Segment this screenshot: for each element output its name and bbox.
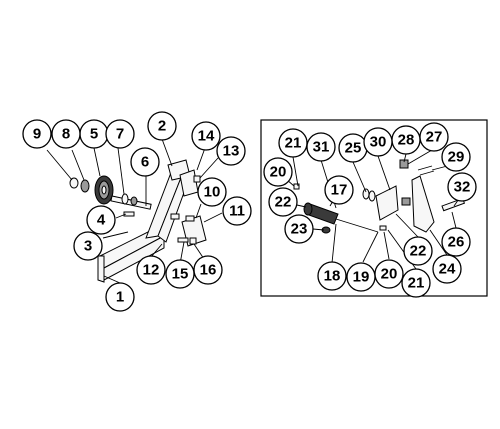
svg-text:31: 31	[313, 139, 330, 156]
callout-24: 24	[432, 254, 462, 284]
callout-21b: 21	[401, 268, 431, 298]
pin-15	[177, 237, 189, 243]
link-plate	[375, 185, 399, 221]
pin-20	[293, 183, 300, 190]
callouts-right: 17 18 19 20 20 21 21 22 22 23 24 25 26 2…	[263, 122, 477, 298]
svg-text:22: 22	[410, 243, 427, 260]
svg-text:6: 6	[141, 154, 149, 171]
wheel	[94, 175, 114, 205]
svg-text:28: 28	[398, 132, 415, 149]
svg-text:8: 8	[62, 126, 70, 143]
callout-4: 4	[86, 205, 116, 235]
callout-31: 31	[306, 132, 336, 162]
washer-7b	[130, 196, 138, 206]
svg-text:26: 26	[448, 234, 465, 251]
callouts-left: 1 2 3 4 5 6 7 8 9 10 11 12 13 14 15 16	[22, 111, 252, 312]
svg-text:11: 11	[229, 203, 245, 220]
callout-9: 9	[22, 119, 52, 149]
svg-text:17: 17	[331, 182, 348, 199]
callout-5: 5	[79, 119, 109, 149]
callout-21a: 21	[278, 128, 308, 158]
svg-text:25: 25	[345, 140, 362, 157]
callout-11: 11	[222, 196, 252, 226]
washer-25b	[368, 190, 376, 202]
svg-text:29: 29	[448, 149, 465, 166]
callout-6: 6	[130, 147, 160, 177]
svg-text:21: 21	[285, 135, 302, 152]
washer-25a	[362, 188, 370, 200]
washer-9	[69, 177, 79, 189]
svg-text:15: 15	[172, 266, 189, 283]
callout-12: 12	[136, 255, 166, 285]
svg-text:7: 7	[116, 126, 124, 143]
callout-7: 7	[105, 119, 135, 149]
svg-text:2: 2	[158, 118, 166, 135]
callout-32: 32	[447, 172, 477, 202]
svg-text:20: 20	[270, 164, 287, 181]
callout-29: 29	[441, 142, 471, 172]
svg-text:1: 1	[116, 289, 124, 306]
svg-text:3: 3	[84, 238, 92, 255]
svg-text:12: 12	[143, 262, 160, 279]
detail-box	[260, 119, 488, 297]
svg-text:20: 20	[381, 266, 398, 283]
pin-21b	[379, 225, 387, 231]
washer-7	[121, 193, 129, 205]
callout-28: 28	[391, 125, 421, 155]
svg-text:32: 32	[454, 179, 471, 196]
svg-text:13: 13	[223, 143, 240, 160]
callout-14: 14	[191, 121, 221, 151]
callout-1: 1	[105, 282, 135, 312]
svg-text:30: 30	[370, 134, 387, 151]
svg-text:10: 10	[204, 184, 221, 201]
cylinder	[303, 202, 379, 233]
svg-text:18: 18	[324, 268, 341, 285]
callout-8: 8	[51, 119, 81, 149]
callout-20a: 20	[263, 157, 293, 187]
svg-text:5: 5	[90, 126, 98, 143]
callout-10: 10	[197, 177, 227, 207]
bushing-b	[401, 197, 411, 206]
svg-text:27: 27	[426, 129, 443, 146]
callout-19: 19	[346, 262, 376, 292]
callout-23: 23	[284, 214, 314, 244]
callout-2: 2	[147, 111, 177, 141]
svg-text:4: 4	[97, 212, 106, 229]
callout-25: 25	[338, 133, 368, 163]
callout-22a: 22	[268, 187, 298, 217]
svg-text:24: 24	[439, 261, 456, 278]
callout-20b: 20	[374, 259, 404, 289]
svg-text:9: 9	[33, 126, 41, 143]
svg-text:16: 16	[200, 262, 217, 279]
right-assembly	[277, 149, 466, 270]
left-assembly	[46, 138, 223, 284]
callout-22b: 22	[403, 236, 433, 266]
upper-bracket	[179, 169, 201, 197]
callout-26: 26	[441, 227, 471, 257]
callout-3: 3	[73, 231, 103, 261]
washer-8	[80, 179, 90, 193]
callout-16: 16	[193, 255, 223, 285]
lever	[411, 175, 435, 233]
pin-16	[189, 237, 197, 245]
callout-30: 30	[363, 127, 393, 157]
callout-13: 13	[216, 136, 246, 166]
svg-text:23: 23	[291, 221, 308, 238]
callout-17: 17	[324, 175, 354, 205]
svg-text:14: 14	[198, 128, 215, 145]
svg-text:21: 21	[408, 275, 425, 292]
bolt-4	[123, 211, 135, 217]
callout-27: 27	[419, 122, 449, 152]
callout-18: 18	[317, 261, 347, 291]
callout-15: 15	[165, 259, 195, 289]
svg-text:22: 22	[275, 194, 292, 211]
svg-text:19: 19	[353, 269, 370, 286]
